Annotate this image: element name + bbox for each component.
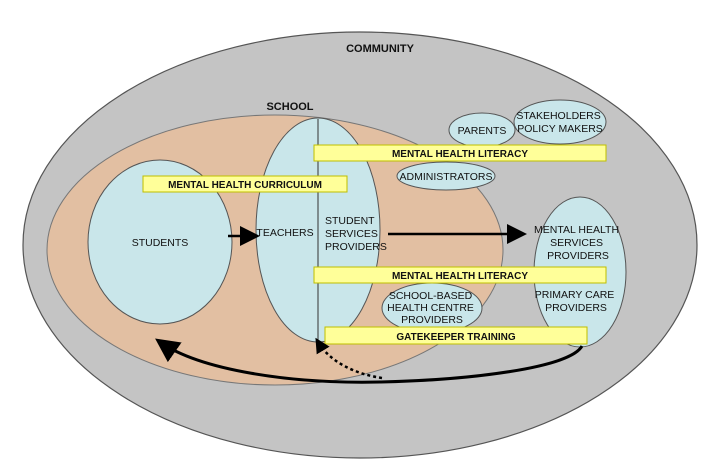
band-literacy-mid-label: MENTAL HEALTH LITERACY <box>392 271 528 282</box>
band-curriculum-box <box>142 175 348 193</box>
students-ellipse <box>87 159 233 325</box>
student-services-line-1: STUDENT <box>325 215 375 227</box>
stakeholders-ellipse <box>513 99 607 145</box>
arrow-dotted-to-teachers <box>315 337 383 380</box>
arrow-return-to-students <box>155 338 584 384</box>
parents-label: PARENTS <box>458 125 507 137</box>
band-gatekeeper-label: GATEKEEPER TRAINING <box>396 332 515 343</box>
mh-services-line-1: MENTAL HEALTH <box>534 224 619 236</box>
band-literacy-top-box <box>313 144 607 162</box>
primary-care-label: PRIMARY CARE PROVIDERS <box>535 289 617 314</box>
student-services-label: STUDENT SERVICES PROVIDERS <box>325 215 387 253</box>
stakeholders-label: STAKEHOLDERS POLICY MAKERS <box>516 110 603 135</box>
school-health-line-3: PROVIDERS <box>401 314 463 326</box>
administrators-label: ADMINISTRATORS <box>400 171 493 183</box>
school-label: SCHOOL <box>266 101 313 113</box>
student-services-line-3: PROVIDERS <box>325 241 387 253</box>
student-services-line-2: SERVICES <box>325 228 378 240</box>
stakeholders-line-2: POLICY MAKERS <box>517 123 603 135</box>
students-label: STUDENTS <box>132 237 189 249</box>
stakeholders-line-1: STAKEHOLDERS <box>516 110 600 122</box>
school-health-line-2: HEALTH CENTRE <box>387 302 474 314</box>
school-health-label: SCHOOL-BASED HEALTH CENTRE PROVIDERS <box>387 290 477 326</box>
administrators-ellipse <box>396 161 496 191</box>
band-gatekeeper-box <box>324 326 588 345</box>
band-literacy-mid-box <box>313 266 607 284</box>
primary-care-line-1: PRIMARY CARE <box>535 289 615 301</box>
band-literacy-top: MENTAL HEALTH LITERACY <box>313 144 607 162</box>
band-curriculum-label: MENTAL HEALTH CURRICULUM <box>168 180 322 191</box>
band-literacy-top-label: MENTAL HEALTH LITERACY <box>392 149 528 160</box>
band-curriculum: MENTAL HEALTH CURRICULUM <box>142 175 348 193</box>
mh-services-label: MENTAL HEALTH SERVICES PROVIDERS <box>534 224 622 262</box>
mh-services-line-2: SERVICES <box>550 237 603 249</box>
band-gatekeeper: GATEKEEPER TRAINING <box>324 326 588 345</box>
mh-services-line-3: PROVIDERS <box>547 250 609 262</box>
community-label: COMMUNITY <box>346 43 414 55</box>
primary-care-line-2: PROVIDERS <box>545 302 607 314</box>
band-literacy-mid: MENTAL HEALTH LITERACY <box>313 266 607 284</box>
teachers-label: TEACHERS <box>256 227 313 239</box>
school-health-line-1: SCHOOL-BASED <box>389 290 473 302</box>
